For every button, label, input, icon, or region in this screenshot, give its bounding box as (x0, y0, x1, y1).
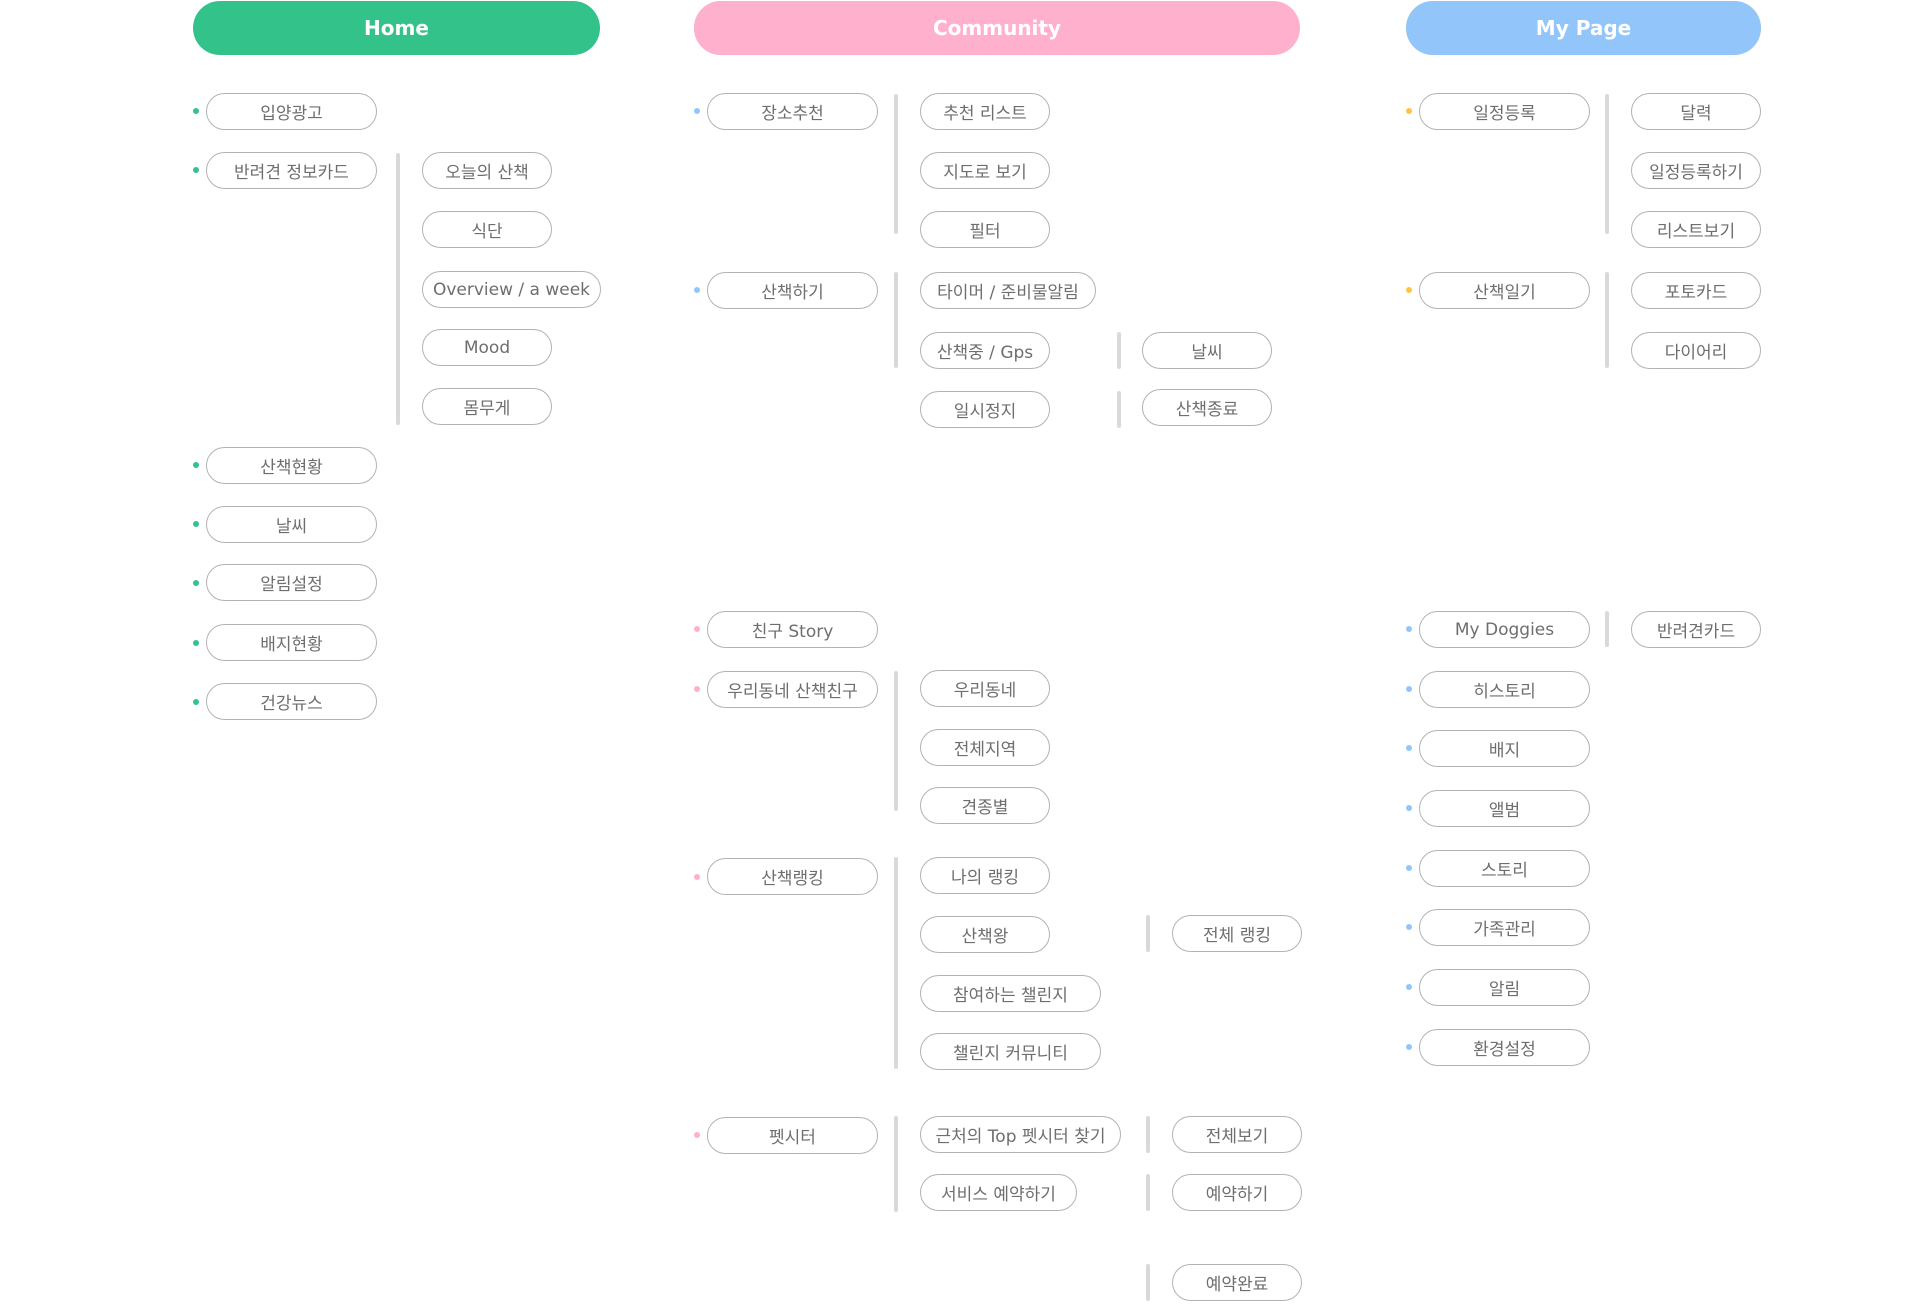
bullet-dot (694, 874, 700, 880)
schedule-connector (1605, 94, 1609, 234)
walk-connector (894, 272, 898, 368)
bullet-dot (193, 521, 199, 527)
node-장소추천[interactable]: 장소추천 (707, 93, 878, 130)
node-지도로-보기[interactable]: 지도로 보기 (920, 152, 1050, 189)
node-건강뉴스[interactable]: 건강뉴스 (206, 683, 377, 720)
bullet-dot (1406, 626, 1412, 632)
section-header-community[interactable]: Community (694, 1, 1300, 55)
diary-connector (1605, 272, 1609, 368)
bullet-dot (694, 626, 700, 632)
weather-connector (1117, 332, 1121, 369)
node-challenge-community[interactable]: 챌린지 커뮤니티 (920, 1033, 1101, 1070)
node-우리동네[interactable]: 우리동네 (920, 670, 1050, 707)
node-walk-king[interactable]: 산책왕 (920, 916, 1050, 953)
node-추천-리스트[interactable]: 추천 리스트 (920, 93, 1050, 130)
node-walking-gps[interactable]: 산책중 / Gps (920, 332, 1050, 369)
bullet-dot (694, 686, 700, 692)
total-ranking-connector (1146, 915, 1150, 952)
sitter-connector (894, 1116, 898, 1212)
home-info-connector (396, 153, 400, 425)
section-header-home[interactable]: Home (193, 1, 600, 55)
node-스토리[interactable]: 스토리 (1419, 850, 1590, 887)
bullet-dot (1406, 984, 1412, 990)
node-히스토리[interactable]: 히스토리 (1419, 671, 1590, 708)
node-날씨[interactable]: 날씨 (206, 506, 377, 543)
node-알림[interactable]: 알림 (1419, 969, 1590, 1006)
node-diary[interactable]: 다이어리 (1631, 332, 1761, 369)
bullet-dot (193, 167, 199, 173)
node-산책하기[interactable]: 산책하기 (707, 272, 878, 309)
node-일정등록[interactable]: 일정등록 (1419, 93, 1590, 130)
node-walk-weather[interactable]: 날씨 (1142, 332, 1272, 369)
bullet-dot (1406, 745, 1412, 751)
node-booking-done[interactable]: 예약완료 (1172, 1264, 1302, 1301)
node-booking[interactable]: 예약하기 (1172, 1174, 1302, 1211)
node-overview-a-week[interactable]: Overview / a week (422, 271, 601, 308)
node-top-sitter[interactable]: 근처의 Top 펫시터 찾기 (920, 1116, 1121, 1153)
place-connector (894, 94, 898, 234)
node-입양광고[interactable]: 입양광고 (206, 93, 377, 130)
node-배지[interactable]: 배지 (1419, 730, 1590, 767)
node-산책현황[interactable]: 산책현황 (206, 447, 377, 484)
node-photocard[interactable]: 포토카드 (1631, 272, 1761, 309)
node-필터[interactable]: 필터 (920, 211, 1050, 248)
bullet-dot (193, 108, 199, 114)
bullet-dot (193, 640, 199, 646)
node-가족관리[interactable]: 가족관리 (1419, 909, 1590, 946)
bullet-dot (1406, 287, 1412, 293)
node-식단[interactable]: 식단 (422, 211, 552, 248)
bullet-dot (1406, 805, 1412, 811)
booking-connector (1146, 1174, 1150, 1211)
bullet-dot (1406, 1044, 1412, 1050)
node-오늘의-산책[interactable]: 오늘의 산책 (422, 152, 552, 189)
node-일정등록하기[interactable]: 일정등록하기 (1631, 152, 1761, 189)
node-우리동네-산책친구[interactable]: 우리동네 산책친구 (707, 671, 878, 708)
node-친구-story[interactable]: 친구 Story (707, 611, 878, 648)
node-배지현황[interactable]: 배지현황 (206, 624, 377, 661)
node-my-doggies[interactable]: My Doggies (1419, 611, 1590, 648)
node-timer[interactable]: 타이머 / 준비물알림 (920, 272, 1096, 309)
node-service-booking[interactable]: 서비스 예약하기 (920, 1174, 1077, 1211)
bullet-dot (1406, 108, 1412, 114)
bullet-dot (193, 580, 199, 586)
bullet-dot (694, 1132, 700, 1138)
node-challenge-joined[interactable]: 참여하는 챌린지 (920, 975, 1101, 1012)
node-mood[interactable]: Mood (422, 329, 552, 366)
friend-connector (894, 671, 898, 811)
see-all-connector (1146, 1116, 1150, 1153)
node-리스트보기[interactable]: 리스트보기 (1631, 211, 1761, 248)
booking-done-connector (1146, 1264, 1150, 1301)
node-walk-end[interactable]: 산책종료 (1142, 389, 1272, 426)
node-환경설정[interactable]: 환경설정 (1419, 1029, 1590, 1066)
node-반려견-정보카드[interactable]: 반려견 정보카드 (206, 152, 377, 189)
bullet-dot (694, 108, 700, 114)
node-산책일기[interactable]: 산책일기 (1419, 272, 1590, 309)
bullet-dot (1406, 924, 1412, 930)
bullet-dot (193, 699, 199, 705)
node-total-ranking[interactable]: 전체 랭킹 (1172, 915, 1302, 952)
node-my-ranking[interactable]: 나의 랭킹 (920, 857, 1050, 894)
node-견종별[interactable]: 견종별 (920, 787, 1050, 824)
section-header-my-page[interactable]: My Page (1406, 1, 1761, 55)
doggies-connector (1605, 611, 1609, 647)
bullet-dot (694, 287, 700, 293)
node-몸무게[interactable]: 몸무게 (422, 388, 552, 425)
node-산책랭킹[interactable]: 산책랭킹 (707, 858, 878, 895)
bullet-dot (1406, 865, 1412, 871)
node-전체지역[interactable]: 전체지역 (920, 729, 1050, 766)
node-pause[interactable]: 일시정지 (920, 391, 1050, 428)
ranking-connector (894, 857, 898, 1069)
node-달력[interactable]: 달력 (1631, 93, 1761, 130)
node-알림설정[interactable]: 알림설정 (206, 564, 377, 601)
node-앨범[interactable]: 앨범 (1419, 790, 1590, 827)
end-connector (1117, 391, 1121, 428)
node-dog-card[interactable]: 반려견카드 (1631, 611, 1761, 648)
node-see-all[interactable]: 전체보기 (1172, 1116, 1302, 1153)
node-펫시터[interactable]: 펫시터 (707, 1117, 878, 1154)
bullet-dot (1406, 686, 1412, 692)
bullet-dot (193, 462, 199, 468)
